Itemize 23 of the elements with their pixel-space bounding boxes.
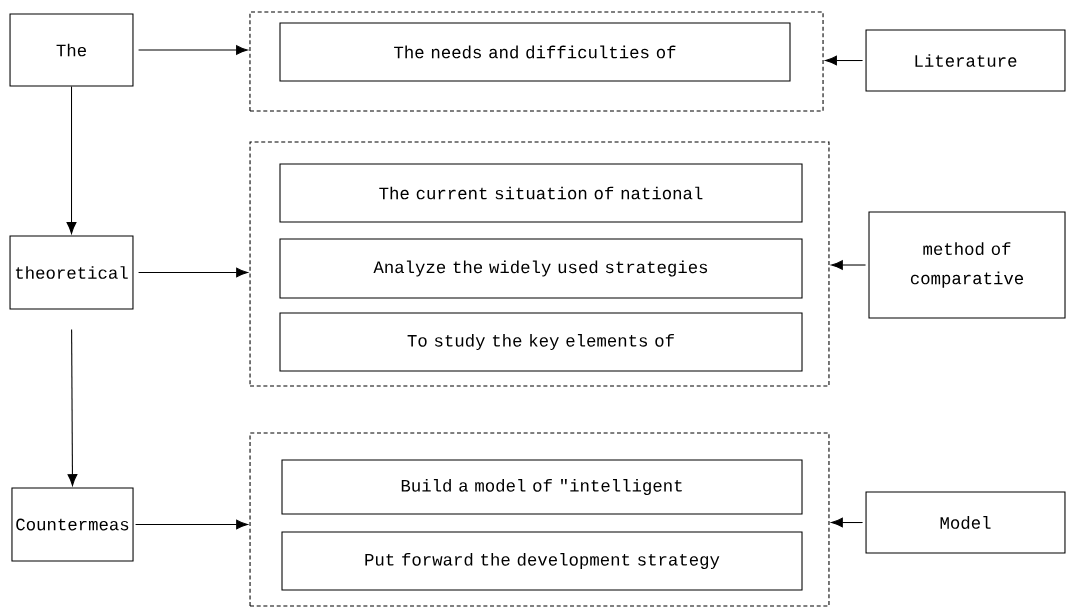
arrow	[135, 519, 248, 530]
text-box: To study the key elements of	[279, 312, 803, 372]
dashed-group-box	[249, 432, 830, 607]
text-box: Build a model of ″intelligent	[281, 459, 803, 515]
arrow	[66, 86, 77, 234]
text-box: Analyze the widely used strategies	[279, 238, 803, 299]
text-box: theoretical	[9, 235, 134, 310]
text-box: The needs and difficulties of	[279, 22, 791, 82]
arrow	[138, 45, 248, 55]
text-box: Model	[865, 491, 1066, 554]
arrow	[831, 517, 864, 528]
text-box: The current situation of national	[279, 163, 803, 223]
arrow	[831, 260, 867, 270]
text-box: The	[9, 13, 134, 87]
text-box: Countermeas	[11, 487, 134, 562]
arrow	[138, 267, 248, 278]
text-box: method of comparative	[868, 211, 1066, 319]
dashed-group-box	[249, 141, 830, 387]
text-box: Put forward the development strategy	[281, 531, 803, 591]
text-box: Literature	[865, 29, 1066, 92]
dashed-group-box	[249, 11, 824, 112]
arrow	[67, 329, 78, 486]
arrow	[825, 55, 864, 66]
